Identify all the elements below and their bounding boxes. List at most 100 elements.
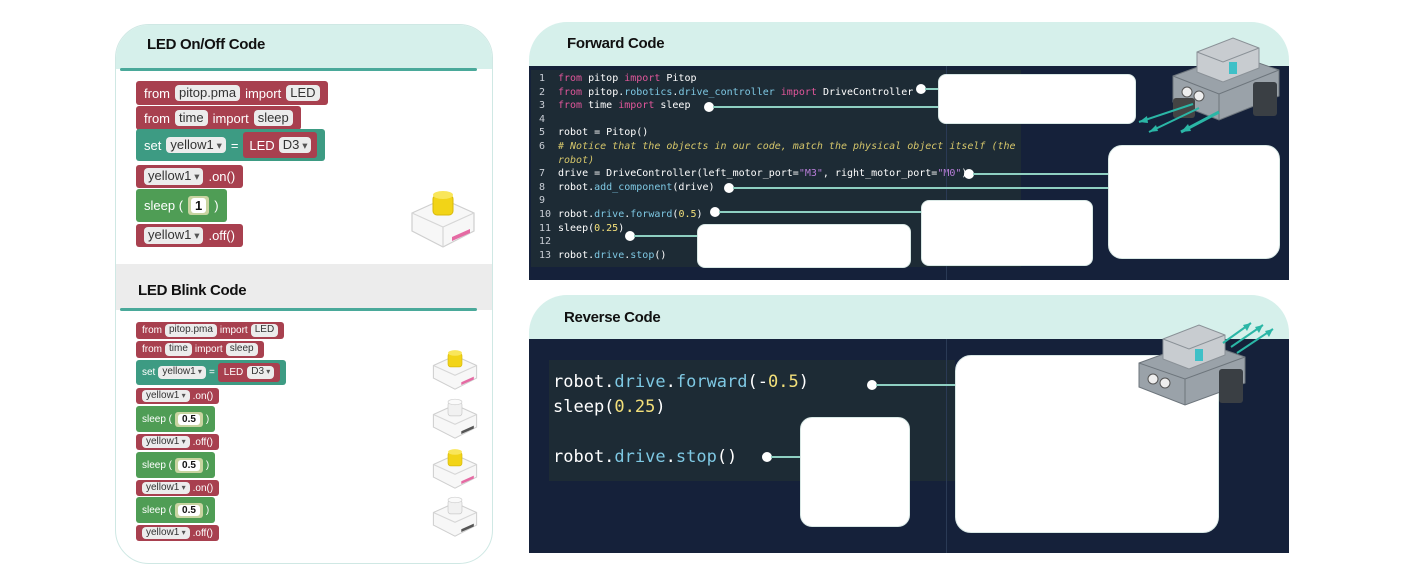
block-number-slot[interactable]: 0.5 bbox=[175, 411, 203, 427]
block-led-on[interactable]: yellow1 .on() bbox=[136, 480, 220, 496]
reverse-header bbox=[529, 295, 1289, 339]
block-led-constructor[interactable]: LED D3 bbox=[243, 132, 318, 158]
block-field-variable[interactable]: yellow1 bbox=[158, 366, 206, 379]
block-text: import bbox=[219, 325, 248, 336]
code-divider bbox=[946, 339, 947, 553]
line-number: 1 bbox=[539, 73, 546, 84]
code-token: () bbox=[716, 447, 738, 467]
block-field-module[interactable]: pitop.pma bbox=[165, 324, 217, 337]
led-module-unlit-icon bbox=[432, 496, 478, 537]
code-token: # Notice that the objects in our code, m… bbox=[558, 141, 1016, 152]
block-led-on[interactable]: yellow1 .on() bbox=[136, 165, 244, 188]
code-token: 0.25 bbox=[594, 222, 619, 234]
block-field-number[interactable]: 0.5 bbox=[178, 504, 200, 516]
block-number-slot[interactable]: 0.5 bbox=[175, 457, 203, 473]
block-set-variable[interactable]: set yellow1 = LED D3 bbox=[136, 360, 287, 385]
line-number: 13 bbox=[539, 249, 552, 261]
block-field-class[interactable]: LED bbox=[286, 84, 320, 102]
block-sleep[interactable]: sleep ( 0.5 ) bbox=[136, 497, 216, 523]
block-field-module[interactable]: time bbox=[175, 109, 208, 127]
block-text: from bbox=[144, 85, 170, 101]
code-token: . bbox=[624, 249, 631, 261]
block-field-variable[interactable]: yellow1 bbox=[142, 435, 190, 449]
block-text: set bbox=[142, 367, 156, 378]
block-field-number[interactable]: 0.5 bbox=[178, 459, 200, 471]
code-token: robot. bbox=[558, 209, 595, 220]
block-number-slot[interactable]: 1 bbox=[188, 196, 210, 215]
block-field-module[interactable]: pitop.pma bbox=[175, 84, 241, 102]
code-line: robot) bbox=[539, 155, 594, 166]
connector-line bbox=[713, 106, 1135, 108]
block-field-variable[interactable]: yellow1 bbox=[142, 389, 190, 403]
block-field-variable[interactable]: yellow1 bbox=[142, 526, 190, 540]
block-set-variable[interactable]: set yellow1 = LED D3 bbox=[136, 129, 326, 161]
answer-box[interactable] bbox=[800, 417, 910, 527]
code-token: forward bbox=[630, 209, 673, 220]
block-text: sleep ( bbox=[144, 198, 184, 213]
code-token: . bbox=[665, 447, 676, 467]
answer-box[interactable] bbox=[1108, 145, 1280, 259]
block-field-variable[interactable]: yellow1 bbox=[142, 481, 190, 495]
block-text: sleep ( bbox=[142, 413, 173, 425]
code-line: 9 bbox=[539, 195, 558, 206]
block-text: ) bbox=[205, 504, 210, 516]
code-token: drive = DriveController(left_motor_port= bbox=[558, 168, 799, 180]
block-import-led[interactable]: from pitop.pma import LED bbox=[136, 81, 328, 105]
code-token: from bbox=[558, 73, 589, 84]
line-number: 10 bbox=[539, 209, 552, 220]
block-led-off[interactable]: yellow1 .off() bbox=[136, 434, 219, 450]
code-line: robot.drive.forward(-0.5) bbox=[553, 372, 809, 392]
block-text: import bbox=[212, 110, 249, 126]
answer-box[interactable] bbox=[921, 200, 1093, 266]
connector-line bbox=[973, 173, 1109, 175]
block-field-variable[interactable]: yellow1 bbox=[144, 227, 204, 244]
block-import-sleep[interactable]: from time import sleep bbox=[136, 341, 264, 358]
block-field-number[interactable]: 1 bbox=[191, 198, 207, 213]
block-text: from bbox=[142, 344, 162, 355]
code-token: . bbox=[672, 86, 679, 98]
block-field-variable[interactable]: yellow1 bbox=[166, 136, 226, 154]
block-field-func[interactable]: sleep bbox=[253, 109, 293, 127]
code-token: import bbox=[774, 86, 823, 98]
block-sleep[interactable]: sleep ( 1 ) bbox=[136, 189, 227, 222]
connector-line bbox=[733, 187, 1109, 189]
block-number-slot[interactable]: 0.5 bbox=[175, 502, 203, 518]
connector-dot bbox=[964, 169, 974, 179]
reverse-panel: Reverse Code robot.drive.forward(-0.5)sl… bbox=[529, 295, 1289, 553]
code-token: 0.5 bbox=[768, 372, 799, 392]
block-text: sleep ( bbox=[142, 504, 173, 516]
block-led-constructor[interactable]: LED D3 bbox=[217, 363, 281, 382]
block-import-sleep[interactable]: from time import sleep bbox=[136, 106, 301, 130]
block-field-module[interactable]: time bbox=[165, 343, 192, 356]
connector-dot bbox=[867, 380, 877, 390]
code-token: drive_controller bbox=[678, 86, 775, 98]
code-line: 4 bbox=[539, 114, 558, 125]
answer-box[interactable] bbox=[697, 224, 911, 268]
code-token: robot) bbox=[558, 154, 595, 166]
block-text: = bbox=[230, 137, 239, 153]
block-import-led[interactable]: from pitop.pma import LED bbox=[136, 322, 285, 339]
line-number: 12 bbox=[539, 236, 552, 248]
answer-box[interactable] bbox=[938, 74, 1136, 124]
block-text: import bbox=[194, 344, 223, 355]
code-token: from bbox=[558, 86, 589, 98]
block-led-off[interactable]: yellow1 .off() bbox=[136, 224, 243, 247]
block-field-number[interactable]: 0.5 bbox=[178, 413, 200, 425]
forward-header bbox=[529, 22, 1289, 66]
block-led-off[interactable]: yellow1 .off() bbox=[136, 525, 219, 541]
block-field-port[interactable]: D3 bbox=[247, 366, 275, 379]
block-sleep[interactable]: sleep ( 0.5 ) bbox=[136, 452, 216, 478]
block-led-on[interactable]: yellow1 .on() bbox=[136, 388, 220, 404]
code-token: drive bbox=[614, 447, 666, 467]
block-sleep[interactable]: sleep ( 0.5 ) bbox=[136, 406, 216, 432]
block-field-variable[interactable]: yellow1 bbox=[144, 168, 204, 185]
block-field-port[interactable]: D3 bbox=[278, 136, 312, 154]
connector-dot bbox=[625, 231, 635, 241]
connector-line bbox=[771, 456, 801, 458]
block-field-func[interactable]: sleep bbox=[225, 343, 258, 356]
block-field-class[interactable]: LED bbox=[250, 324, 279, 337]
